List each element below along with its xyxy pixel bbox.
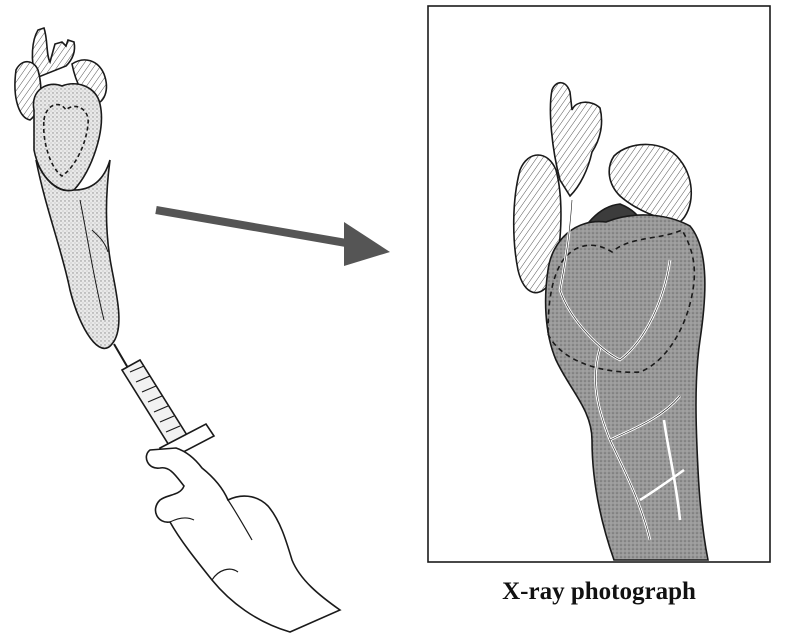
specimen-illustration [15, 28, 128, 368]
needle [114, 344, 128, 368]
right-arrow-icon [156, 210, 390, 266]
caption-text: X-ray photograph [502, 578, 696, 605]
vessel-tube [36, 160, 119, 348]
gloved-hand-icon [146, 448, 340, 632]
